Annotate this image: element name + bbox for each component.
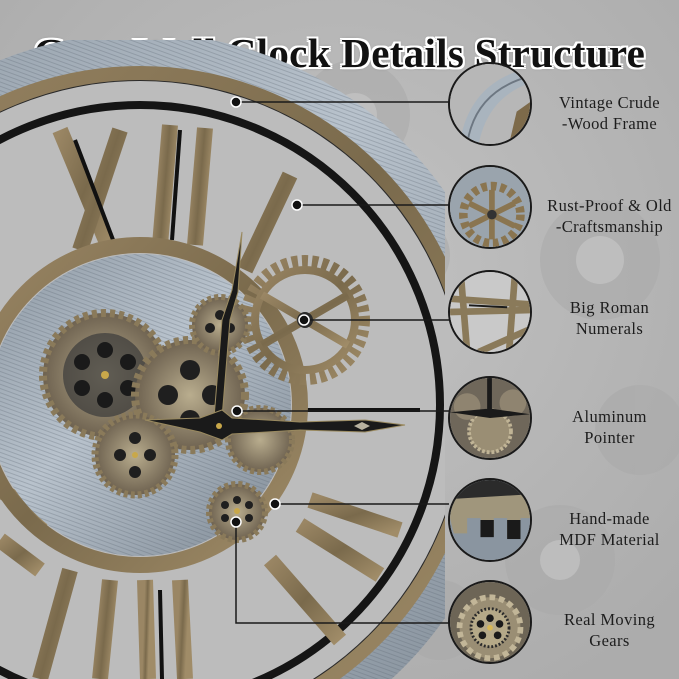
gear-closeup-icon	[448, 165, 532, 249]
detail-label-mdf-material: Hand-made MDF Material	[559, 509, 660, 549]
clock-hands-closeup-icon	[448, 376, 532, 460]
clock-hands	[144, 231, 406, 441]
wood-frame-closeup-icon	[448, 62, 532, 146]
detail-label-wood-frame: Vintage Crude -Wood Frame	[559, 93, 660, 133]
detail-label-roman-numerals: Big Roman Numerals	[569, 298, 650, 338]
moving-gears-closeup-icon	[448, 580, 532, 664]
roman-numeral-closeup-icon	[448, 270, 532, 354]
detail-label-aluminum-pointer: Aluminum Pointer	[572, 407, 647, 447]
mdf-gear-teeth-closeup-icon	[448, 478, 532, 562]
detail-label-rust-proof: Rust-Proof & Old -Craftsmanship	[547, 196, 672, 236]
leader-lines	[235, 101, 449, 624]
leader-dots	[230, 96, 310, 528]
detail-label-moving-gears: Real Moving Gears	[563, 610, 656, 650]
